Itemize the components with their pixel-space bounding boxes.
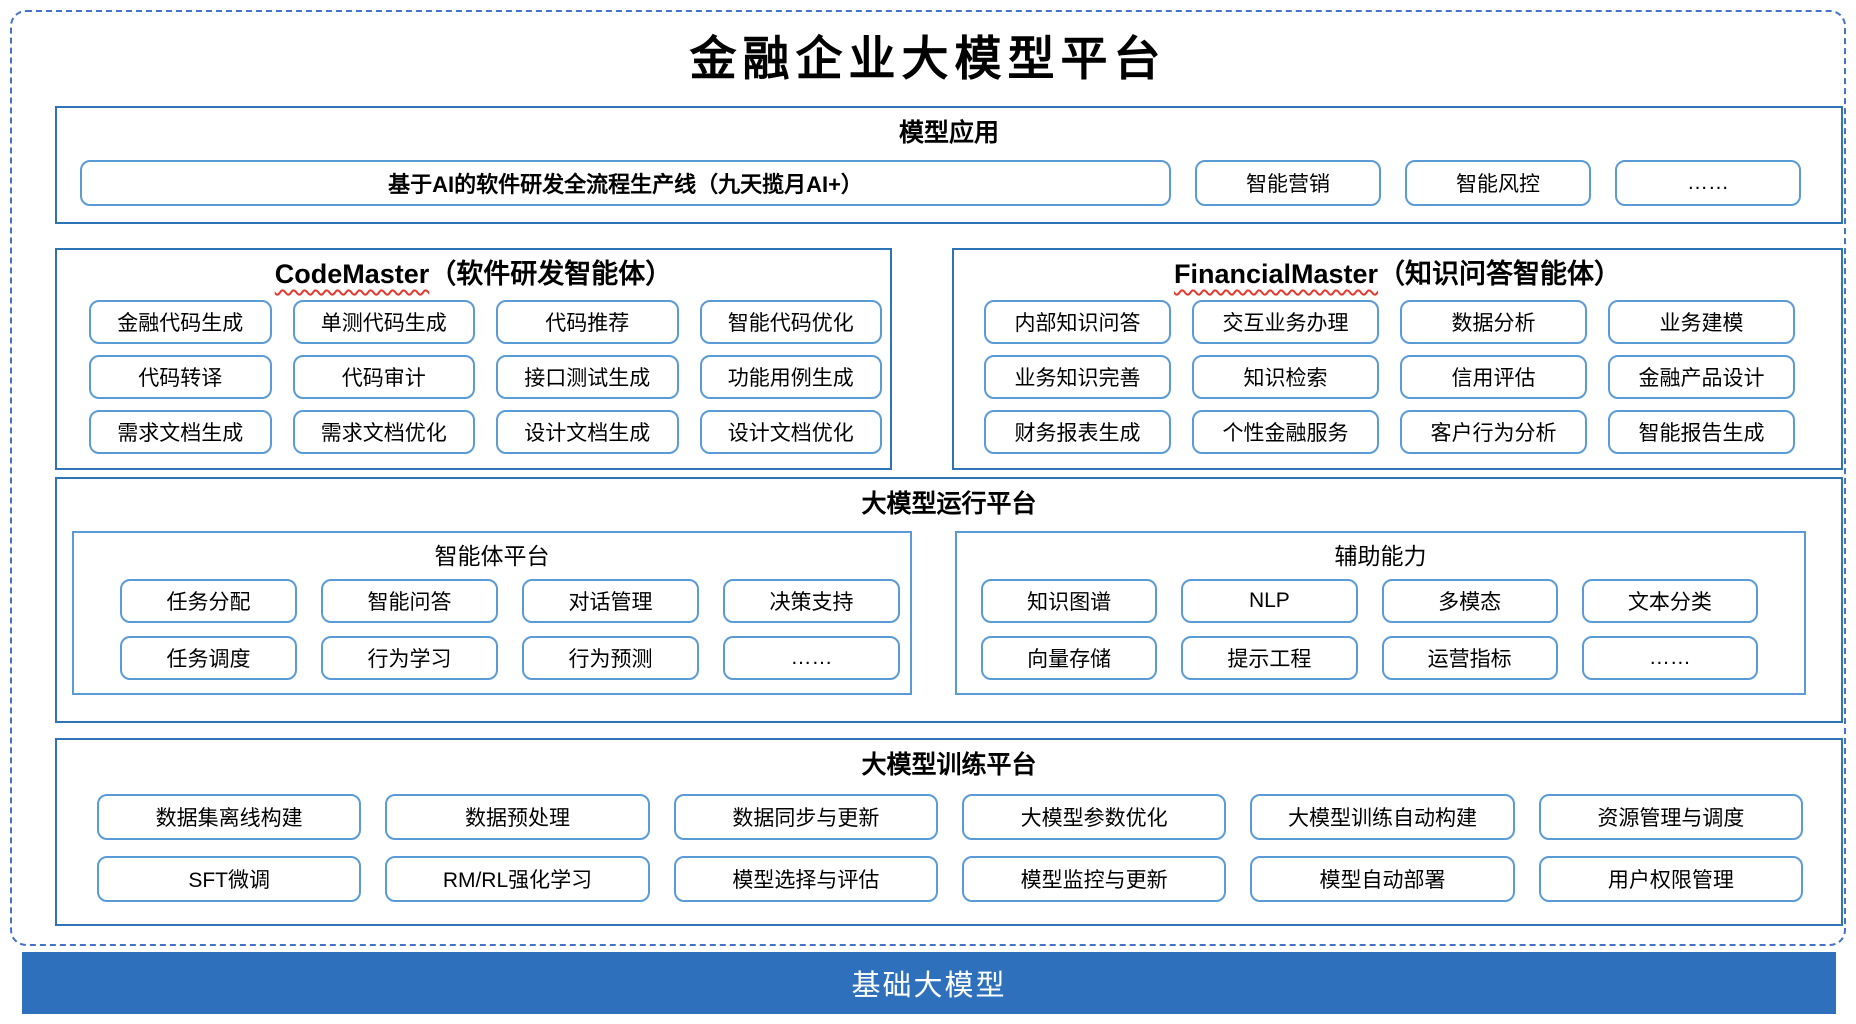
section-runtime-platform: 大模型运行平台 智能体平台 任务分配 智能问答 对话管理 决策支持 任务调度 行…: [55, 477, 1843, 723]
training-grid: 数据集离线构建 数据预处理 数据同步与更新 大模型参数优化 大模型训练自动构建 …: [57, 780, 1841, 902]
capability-box: 金融代码生成: [89, 300, 272, 344]
capability-box: 模型监控与更新: [962, 856, 1227, 902]
capability-box: 内部知识问答: [984, 300, 1171, 344]
base-model-label: 基础大模型: [851, 970, 1007, 1002]
capability-box: 任务分配: [120, 579, 297, 623]
capability-box: 接口测试生成: [496, 355, 679, 399]
outer-dashed-frame: [10, 10, 1846, 946]
capability-box: 信用评估: [1400, 355, 1587, 399]
capability-box: 资源管理与调度: [1538, 794, 1803, 840]
page-title: 金融企业大模型平台: [689, 32, 1167, 87]
capability-box: 交互业务办理: [1192, 300, 1379, 344]
capability-box: 文本分类: [1581, 579, 1758, 623]
capability-box: 数据集离线构建: [97, 794, 362, 840]
codemaster-title-suffix: （软件研发智能体）: [429, 259, 673, 289]
codemaster-title-en: CodeMaster: [274, 259, 430, 289]
capability-box: 知识检索: [1192, 355, 1379, 399]
aux-capability-panel: 辅助能力 知识图谱 NLP 多模态 文本分类 向量存储 提示工程 运营指标 ……: [955, 531, 1806, 695]
financialmaster-title: FinancialMaster（知识问答智能体）: [954, 258, 1841, 290]
capability-box: 代码推荐: [496, 300, 679, 344]
base-model-bar: 基础大模型: [22, 952, 1836, 1014]
capability-box: 数据分析: [1400, 300, 1587, 344]
capability-box: 大模型参数优化: [962, 794, 1227, 840]
agent-platform-title: 智能体平台: [434, 543, 550, 569]
capability-box-ellipsis: ……: [723, 636, 900, 680]
runtime-row: 智能体平台 任务分配 智能问答 对话管理 决策支持 任务调度 行为学习 行为预测…: [57, 519, 1841, 695]
app-box-ellipsis: ……: [1615, 160, 1801, 206]
agent-platform-grid: 任务分配 智能问答 对话管理 决策支持 任务调度 行为学习 行为预测 ……: [74, 570, 910, 680]
aux-capability-title: 辅助能力: [1334, 543, 1427, 569]
capability-box: 单测代码生成: [292, 300, 475, 344]
capability-box: 提示工程: [1181, 636, 1358, 680]
capability-box: 决策支持: [723, 579, 900, 623]
capability-box: 业务知识完善: [984, 355, 1171, 399]
runtime-header: 大模型运行平台: [861, 490, 1037, 518]
capability-box: 行为预测: [522, 636, 699, 680]
capability-box: 设计文档优化: [699, 410, 882, 454]
app-box-ai-pipeline: 基于AI的软件研发全流程生产线（九天揽月AI+）: [80, 160, 1171, 206]
capability-box: 用户权限管理: [1538, 856, 1803, 902]
model-apps-row: 基于AI的软件研发全流程生产线（九天揽月AI+） 智能营销 智能风控 ……: [57, 148, 1841, 206]
capability-box: 任务调度: [120, 636, 297, 680]
capability-box: 代码审计: [292, 355, 475, 399]
capability-box: 智能报告生成: [1608, 410, 1795, 454]
capability-box: 需求文档生成: [89, 410, 272, 454]
capability-box: 个性金融服务: [1192, 410, 1379, 454]
financialmaster-grid: 内部知识问答 交互业务办理 数据分析 业务建模 业务知识完善 知识检索 信用评估…: [954, 290, 1841, 454]
codemaster-panel: CodeMaster（软件研发智能体） 金融代码生成 单测代码生成 代码推荐 智…: [55, 248, 892, 470]
financialmaster-title-en: FinancialMaster: [1173, 259, 1379, 289]
capability-box: 行为学习: [321, 636, 498, 680]
capability-box: 智能问答: [321, 579, 498, 623]
capability-box: 数据预处理: [385, 794, 650, 840]
capability-box: SFT微调: [97, 856, 362, 902]
section-model-apps: 模型应用 基于AI的软件研发全流程生产线（九天揽月AI+） 智能营销 智能风控 …: [55, 106, 1843, 224]
capability-box: 设计文档生成: [496, 410, 679, 454]
capability-box: 金融产品设计: [1608, 355, 1795, 399]
capability-box: 功能用例生成: [699, 355, 882, 399]
capability-box: 数据同步与更新: [673, 794, 938, 840]
capability-box: 多模态: [1381, 579, 1558, 623]
codemaster-grid: 金融代码生成 单测代码生成 代码推荐 智能代码优化 代码转译 代码审计 接口测试…: [57, 290, 890, 454]
capability-box: 客户行为分析: [1400, 410, 1587, 454]
capability-box: 对话管理: [522, 579, 699, 623]
capability-box: 运营指标: [1381, 636, 1558, 680]
model-apps-header: 模型应用: [898, 119, 999, 147]
app-box-marketing: 智能营销: [1195, 160, 1381, 206]
capability-box-ellipsis: ……: [1581, 636, 1758, 680]
capability-box: NLP: [1181, 579, 1358, 623]
app-box-risk: 智能风控: [1405, 160, 1591, 206]
capability-box: 财务报表生成: [984, 410, 1171, 454]
capability-box: 知识图谱: [981, 579, 1158, 623]
capability-box: 智能代码优化: [699, 300, 882, 344]
capability-box: 代码转译: [89, 355, 272, 399]
agents-row: CodeMaster（软件研发智能体） 金融代码生成 单测代码生成 代码推荐 智…: [55, 248, 1843, 470]
capability-box: 模型选择与评估: [673, 856, 938, 902]
financialmaster-title-suffix: （知识问答智能体）: [1378, 259, 1622, 289]
capability-box: RM/RL强化学习: [385, 856, 650, 902]
section-training-platform: 大模型训练平台 数据集离线构建 数据预处理 数据同步与更新 大模型参数优化 大模…: [55, 738, 1843, 926]
aux-capability-grid: 知识图谱 NLP 多模态 文本分类 向量存储 提示工程 运营指标 ……: [957, 570, 1804, 680]
capability-box: 业务建模: [1608, 300, 1795, 344]
capability-box: 大模型训练自动构建: [1250, 794, 1515, 840]
capability-box: 需求文档优化: [292, 410, 475, 454]
financialmaster-panel: FinancialMaster（知识问答智能体） 内部知识问答 交互业务办理 数…: [952, 248, 1843, 470]
capability-box: 向量存储: [981, 636, 1158, 680]
capability-box: 模型自动部署: [1250, 856, 1515, 902]
codemaster-title: CodeMaster（软件研发智能体）: [57, 258, 890, 290]
training-header: 大模型训练平台: [861, 751, 1037, 779]
agent-platform-panel: 智能体平台 任务分配 智能问答 对话管理 决策支持 任务调度 行为学习 行为预测…: [72, 531, 912, 695]
